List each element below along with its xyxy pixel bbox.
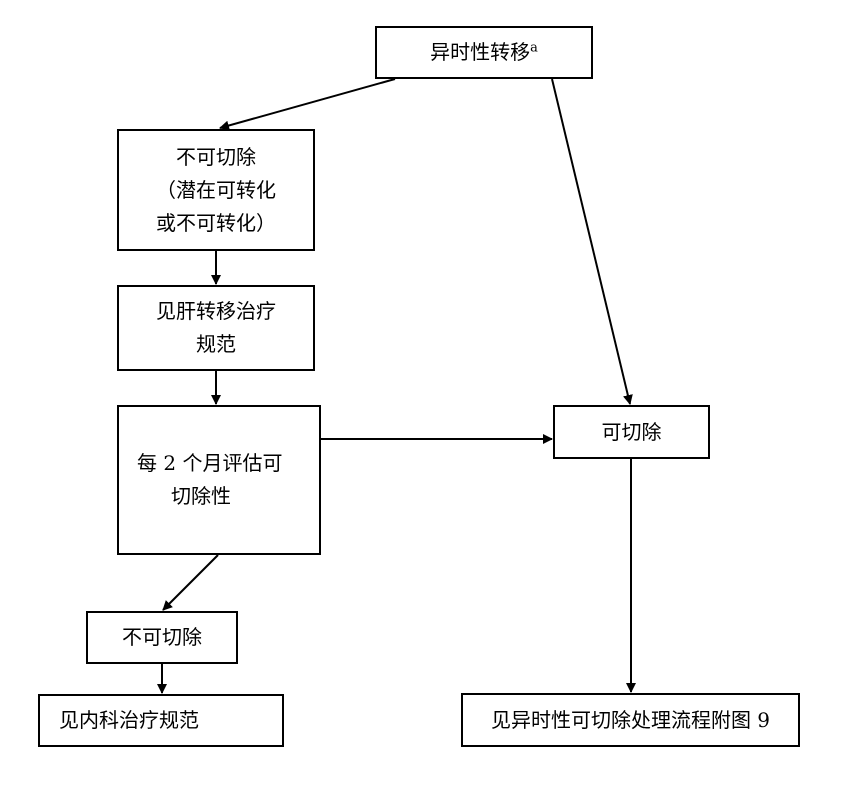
node-evaluate-line-2: 切除性 — [171, 484, 231, 508]
node-unresectable-line-2: （潜在可转化 — [156, 177, 276, 202]
node-unresectable-final: 不可切除 — [86, 611, 238, 664]
node-metachronous-metastasis: 异时性转移a — [375, 26, 593, 79]
node-unresectable-line-3: 或不可转化） — [156, 210, 276, 235]
node-resectable-flow-label: 见异时性可切除处理流程附图 9 — [490, 707, 771, 732]
footnote-marker: a — [530, 40, 538, 56]
node-liver-guideline-line-1: 见肝转移治疗 — [156, 299, 276, 323]
node-medical-guideline-label: 见内科治疗规范 — [59, 708, 199, 732]
node-evaluate-every-2-months: 每 2 个月评估可 切除性 — [117, 405, 321, 555]
node-resectable-flow-figure-9: 见异时性可切除处理流程附图 9 — [461, 693, 800, 747]
node-medical-treatment-guideline: 见内科治疗规范 — [38, 694, 284, 747]
node-resectable-label: 可切除 — [601, 419, 662, 444]
edge-metachronous-to-resectable — [551, 78, 633, 405]
node-metachronous-label: 异时性转移a — [430, 40, 538, 64]
node-unresectable-line-1: 不可切除 — [176, 144, 256, 169]
node-liver-guideline-line-2: 规范 — [196, 332, 236, 356]
edge-evaluate-to-unresectable — [162, 554, 219, 611]
node-evaluate-line-1: 每 2 个月评估可 — [137, 451, 283, 475]
node-unresectable-potential: 不可切除 （潜在可转化 或不可转化） — [117, 129, 315, 251]
node-resectable: 可切除 — [553, 405, 710, 459]
edge-metachronous-to-unresectable — [219, 78, 396, 131]
node-liver-metastasis-guideline: 见肝转移治疗 规范 — [117, 285, 315, 371]
node-unresectable-final-label: 不可切除 — [122, 625, 202, 649]
